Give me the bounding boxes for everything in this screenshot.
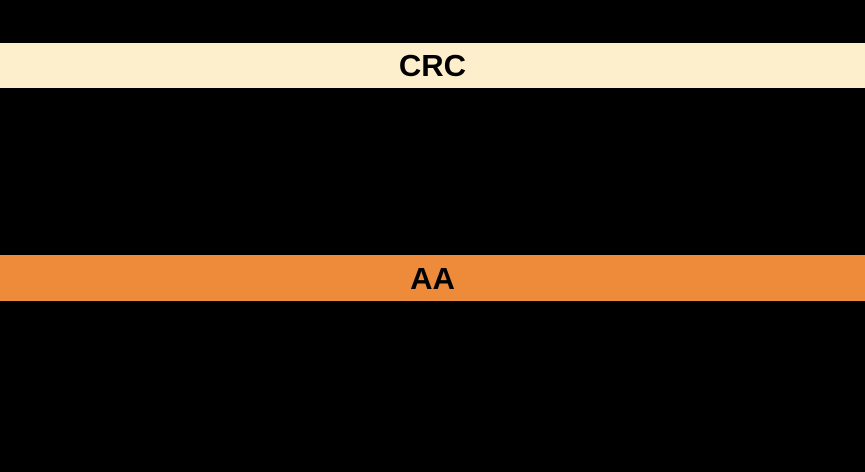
spacer-middle bbox=[0, 88, 865, 255]
spacer-bottom bbox=[0, 301, 865, 472]
spacer-top bbox=[0, 0, 865, 43]
band-aa-label: AA bbox=[410, 260, 455, 296]
band-crc-label: CRC bbox=[398, 48, 467, 83]
band-aa[interactable]: AA bbox=[0, 255, 865, 301]
band-crc[interactable]: CRC bbox=[0, 43, 865, 88]
